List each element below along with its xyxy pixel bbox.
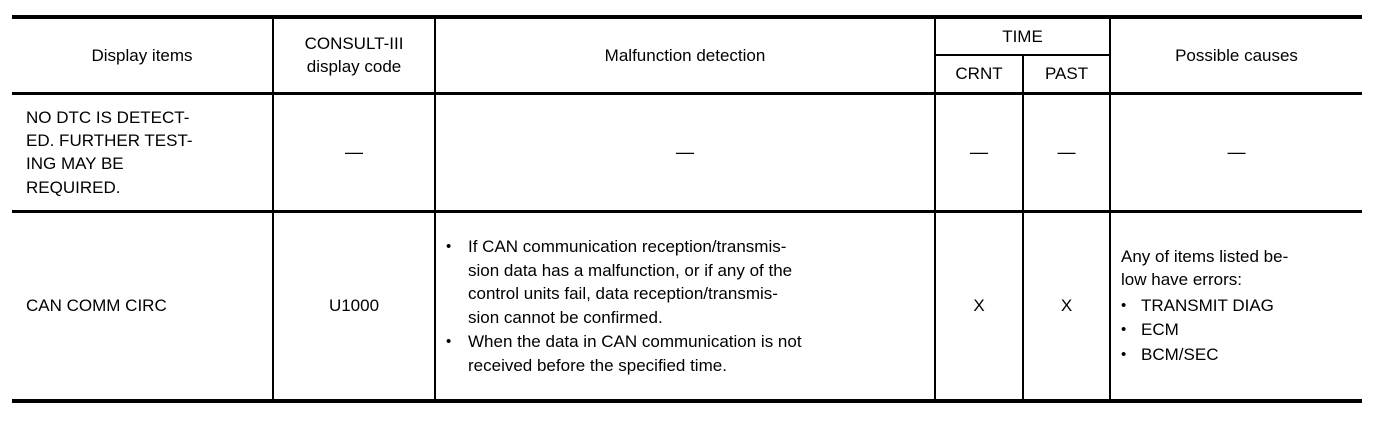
bullet-icon: •	[1121, 296, 1127, 314]
header-possible-causes: Possible causes	[1109, 17, 1363, 94]
cell-time-crnt: X	[934, 209, 1024, 402]
cell-possible-causes: —	[1109, 91, 1363, 212]
header-malfunction-detection: Malfunction detection	[434, 17, 936, 94]
header-consult-code: CONSULT-III display code	[272, 17, 436, 94]
cell-consult-code: U1000	[272, 209, 436, 402]
bullet-icon: •	[1121, 345, 1127, 363]
bullet-icon: •	[446, 238, 452, 256]
cause-bullet-text: ECM	[1141, 320, 1179, 340]
cell-possible-causes: Any of items listed be- low have errors:…	[1109, 209, 1363, 402]
bullet-icon: •	[446, 333, 452, 351]
cause-bullet-text: TRANSMIT DIAG	[1141, 295, 1274, 315]
cell-consult-code: —	[272, 91, 436, 212]
malfunction-bullet-text: When the data in CAN communication is no…	[468, 332, 802, 375]
cell-malfunction-detection: —	[434, 91, 936, 212]
cell-time-crnt: —	[934, 91, 1024, 212]
cell-time-past: —	[1021, 91, 1112, 212]
cause-bullet-item: • BCM/SEC	[1121, 343, 1352, 366]
header-time: TIME	[933, 17, 1112, 57]
malfunction-bullet-item: • When the data in CAN communication is …	[446, 330, 924, 377]
table-header: Display items CONSULT-III display code M…	[12, 17, 1363, 94]
cause-bullet-item: • ECM	[1121, 318, 1352, 341]
malfunction-bullet-text: If CAN communication reception/transmis-…	[468, 237, 793, 327]
cell-malfunction-detection: • If CAN communication reception/transmi…	[434, 209, 936, 402]
header-crnt: CRNT	[934, 54, 1024, 94]
causes-intro-text: Any of items listed be- low have errors:	[1121, 247, 1289, 290]
cause-bullet-text: BCM/SEC	[1141, 344, 1219, 364]
cell-time-past: X	[1021, 209, 1112, 402]
cell-display-item: NO DTC IS DETECT- ED. FURTHER TEST- ING …	[12, 91, 274, 212]
bullet-icon: •	[1121, 321, 1127, 339]
cause-bullet-item: • TRANSMIT DIAG	[1121, 294, 1352, 317]
dtc-table: Display items CONSULT-III display code M…	[12, 15, 1363, 404]
header-display-items: Display items	[12, 17, 274, 94]
table-row-no-dtc: NO DTC IS DETECT- ED. FURTHER TEST- ING …	[12, 91, 1363, 212]
cell-display-item: CAN COMM CIRC	[12, 209, 274, 402]
table-row-can-comm-circ: CAN COMM CIRC U1000 • If CAN communicati…	[12, 209, 1363, 402]
malfunction-bullet-item: • If CAN communication reception/transmi…	[446, 235, 924, 329]
header-past: PAST	[1021, 54, 1112, 94]
